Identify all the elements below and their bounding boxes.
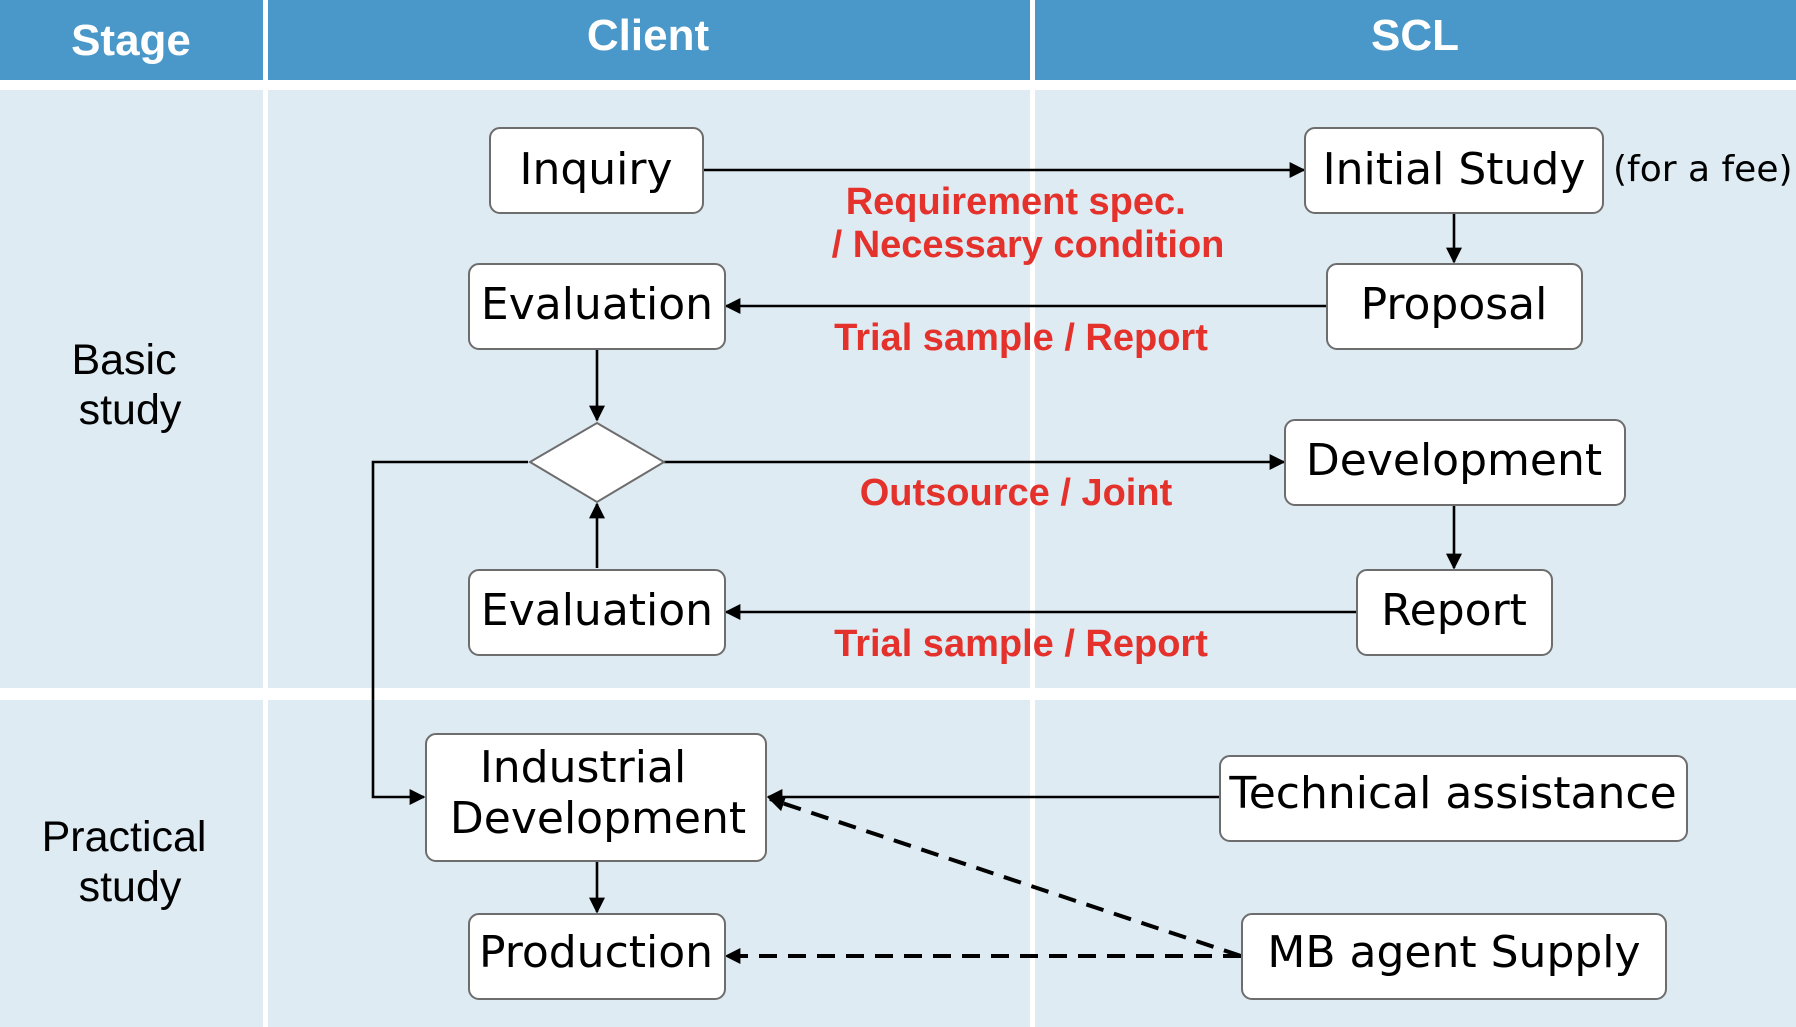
report-node — [1356, 569, 1553, 656]
report-node-label: Report — [1381, 585, 1527, 636]
technical-assistance-node — [1219, 755, 1688, 842]
practical-stage-cell — [0, 700, 263, 1027]
basic-study-line-1: Basic — [71, 336, 176, 384]
header-divider-1 — [263, 0, 268, 80]
production-node — [468, 913, 726, 1000]
stage-column-header: Stage — [71, 16, 191, 65]
inquiry-node — [489, 127, 704, 214]
initial-study-fee-note: (for a fee) — [1613, 149, 1793, 190]
trial-sample-report-label-2: Trial sample / Report — [834, 623, 1208, 665]
evaluation-node-2 — [468, 569, 726, 656]
trial-sample-report-label-1: Trial sample / Report — [834, 317, 1208, 359]
practical-study-line-2: study — [79, 863, 182, 911]
evaluation-node-1 — [468, 263, 726, 350]
edge-decision-to-industrial-development — [371, 460, 528, 805]
requirement-spec-line-2: / Necessary condition — [832, 224, 1225, 266]
development-node-label: Development — [1306, 435, 1602, 486]
requirement-spec-label: Requirement spec. / Necessary condition — [832, 181, 1225, 266]
requirement-spec-line-1: Requirement spec. — [846, 181, 1186, 223]
basic-study-line-2: study — [79, 386, 182, 434]
outsource-joint-label: Outsource / Joint — [860, 472, 1173, 514]
client-column-header: Client — [587, 11, 710, 60]
evaluation-node-2-label: Evaluation — [481, 585, 713, 636]
edge-mb-agent-to-industrial-development — [768, 795, 1242, 958]
proposal-node — [1326, 263, 1583, 350]
development-node — [1284, 419, 1626, 506]
separator-header — [0, 80, 1796, 90]
initial-study-node — [1304, 127, 1604, 214]
decision-diamond — [528, 421, 666, 504]
mb-agent-supply-node — [1241, 913, 1667, 1000]
industrial-development-node — [425, 733, 767, 862]
industrial-development-node-label: Industrial Development — [450, 742, 746, 844]
header-divider-2 — [1030, 0, 1035, 80]
technical-assistance-node-label: Technical assistance — [1228, 768, 1676, 819]
practical-study-label: Practical study — [42, 813, 219, 911]
basic-stage-cell — [0, 90, 263, 688]
production-node-label: Production — [479, 927, 713, 978]
inquiry-node-label: Inquiry — [519, 144, 672, 195]
header-bar — [0, 0, 1796, 80]
scl-column-header: SCL — [1371, 11, 1459, 60]
practical-study-line-1: Practical — [42, 813, 207, 861]
proposal-node-label: Proposal — [1361, 279, 1548, 330]
industrial-development-line-1: Industrial — [480, 742, 686, 793]
initial-study-node-label: Initial Study — [1323, 144, 1586, 195]
basic-study-label: Basic study — [71, 336, 188, 434]
evaluation-node-1-label: Evaluation — [481, 279, 713, 330]
mb-agent-supply-node-label: MB agent Supply — [1267, 927, 1640, 978]
industrial-development-line-2: Development — [450, 793, 746, 844]
